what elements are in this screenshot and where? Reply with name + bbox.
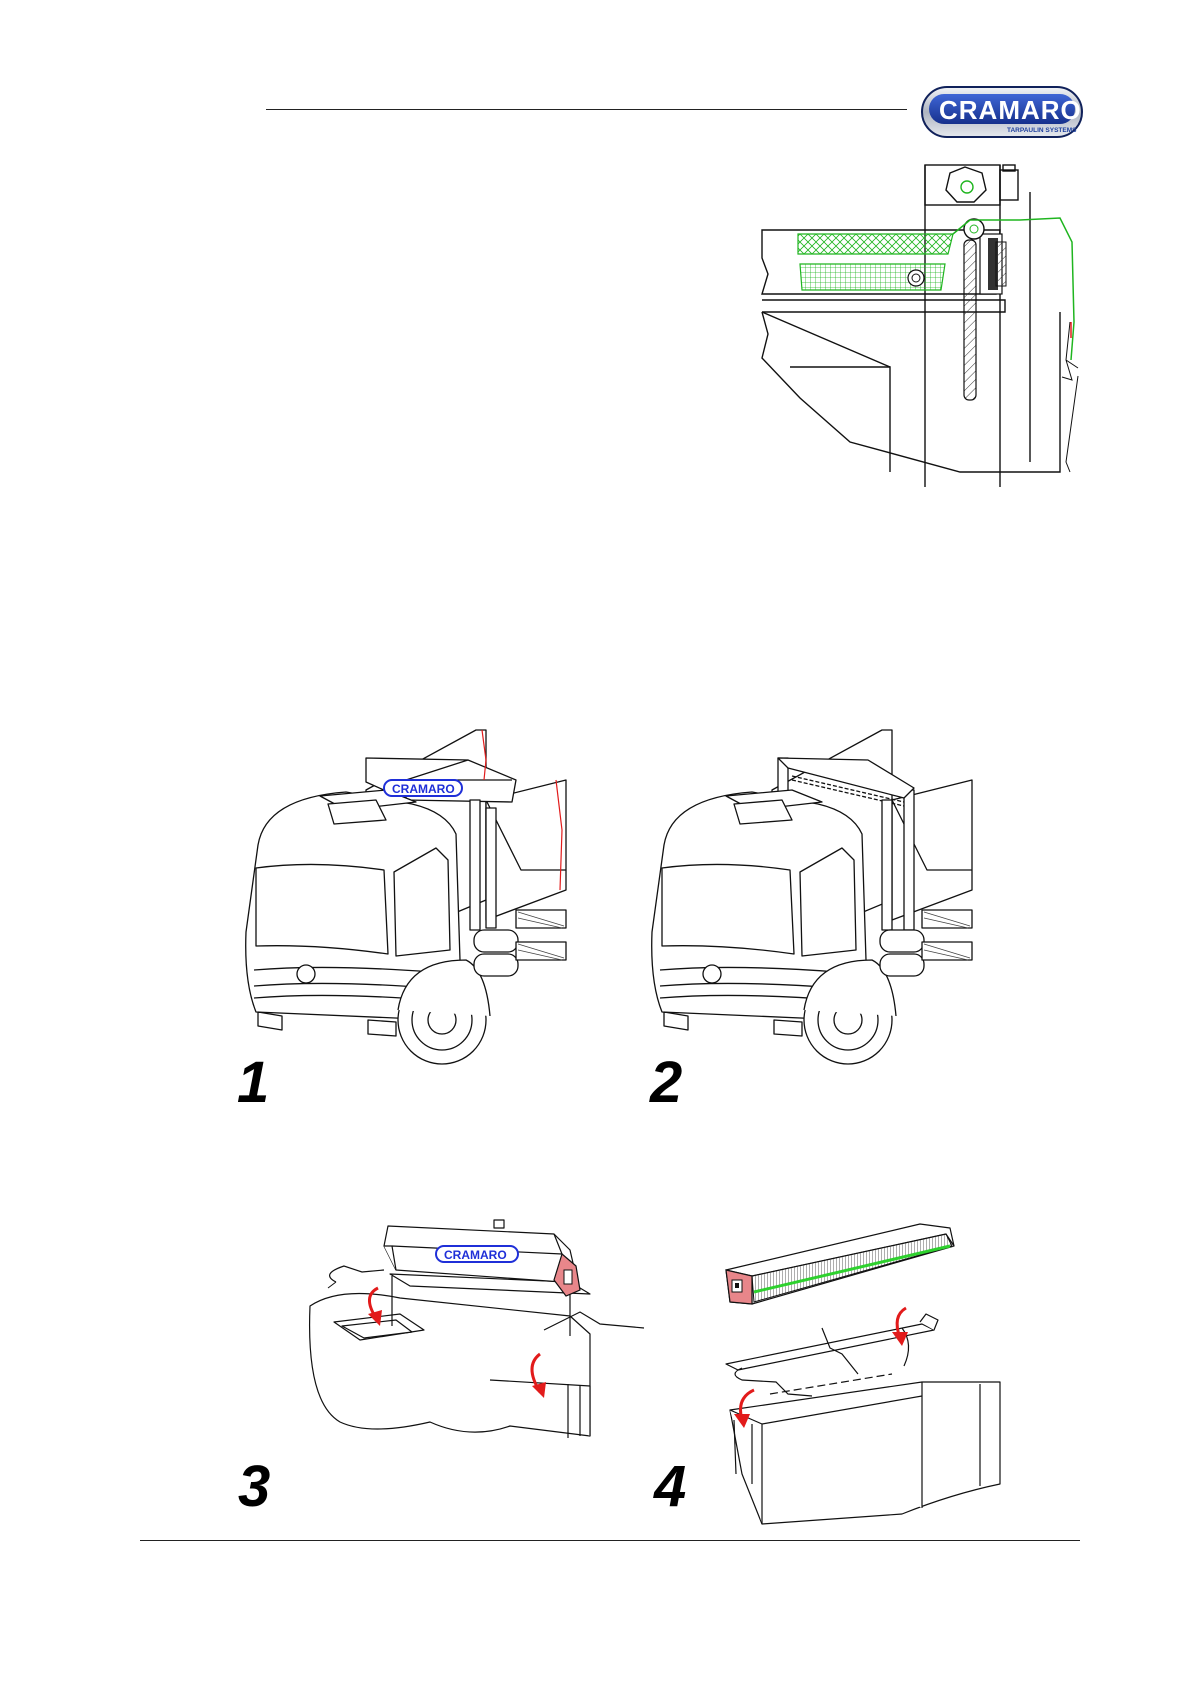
header-rule — [266, 109, 907, 110]
step-number-4: 4 — [654, 1458, 686, 1516]
housing-logo-3: CRAMARO — [436, 1246, 518, 1262]
svg-text:CRAMARO: CRAMARO — [444, 1248, 507, 1262]
step-number-1: 1 — [237, 1054, 269, 1112]
cramaro-logo: CRAMARO TARPAULIN SYSTEMS — [921, 86, 1083, 138]
truck-illustration-2 — [642, 720, 1002, 1080]
footer-rule — [140, 1540, 1080, 1541]
step-number-3: 3 — [238, 1458, 270, 1516]
svg-text:CRAMARO: CRAMARO — [392, 782, 455, 796]
tarp-housing-mounting-3: CRAMARO — [300, 1226, 680, 1456]
step-number-2: 2 — [650, 1054, 682, 1112]
tarp-housing-rear-mounting-4 — [722, 1224, 1012, 1524]
cross-section-diagram — [760, 162, 1090, 492]
svg-text:TARPAULIN SYSTEMS: TARPAULIN SYSTEMS — [1007, 127, 1077, 134]
svg-text:CRAMARO: CRAMARO — [939, 95, 1082, 125]
housing-logo-1: CRAMARO — [384, 780, 462, 796]
truck-illustration-1: CRAMARO — [236, 720, 596, 1080]
